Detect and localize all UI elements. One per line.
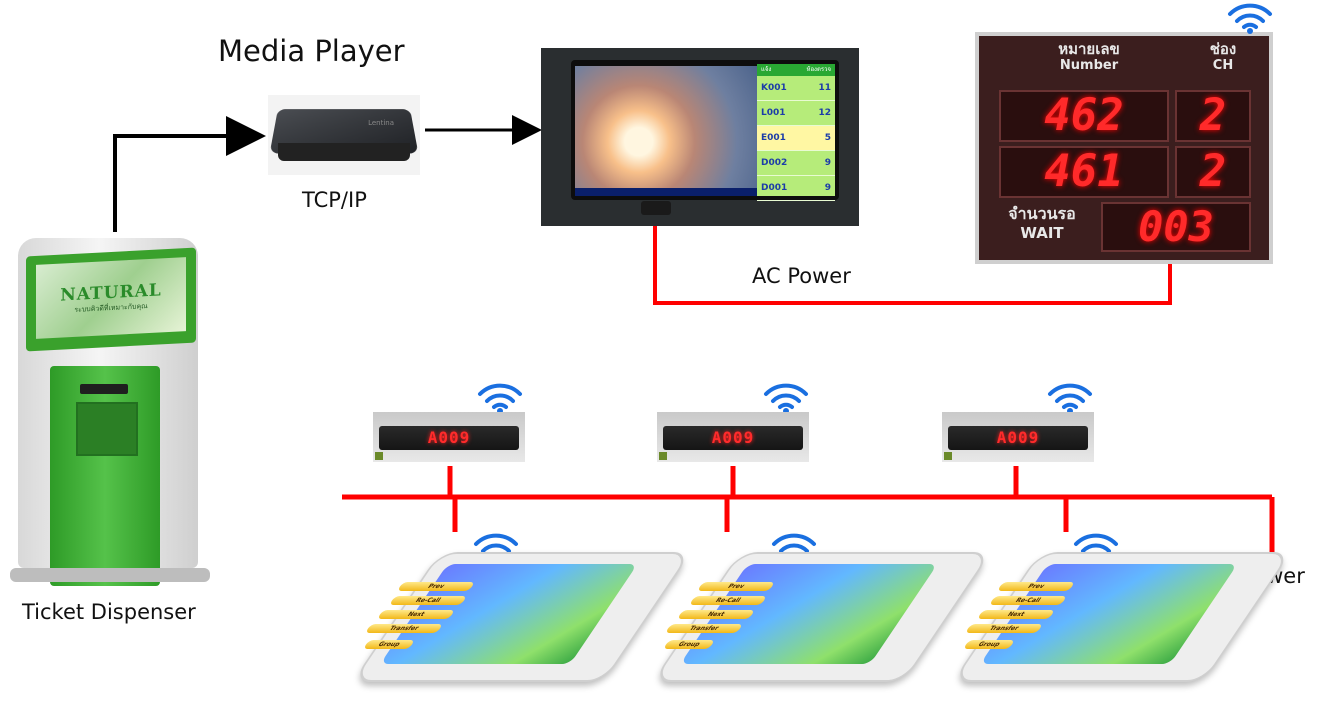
queue-header-left: แจ้ง — [761, 66, 772, 73]
group-button[interactable]: Group — [662, 640, 716, 649]
prev-button[interactable]: Prev — [696, 582, 776, 591]
handheld-caller-2: Natural Prev Re-Call Next Transfer Group — [652, 552, 992, 692]
tcp-ip-label: TCP/IP — [302, 188, 367, 212]
recall-button[interactable]: Re-Call — [688, 596, 768, 605]
board-ch-2: 2 — [1175, 146, 1251, 198]
queue-header-right: ห้องตรวจ — [806, 66, 832, 73]
transfer-button[interactable]: Transfer — [964, 624, 1044, 633]
queue-ticket: K001 — [761, 83, 787, 93]
queue-row-highlighted: E001 5 — [757, 126, 835, 151]
counter-display-logo — [659, 452, 667, 460]
data-line-kiosk-to-player — [113, 116, 266, 232]
handheld-app-name: Natural — [685, 566, 709, 572]
queue-panel-header: แจ้ง ห้องตรวจ — [757, 64, 835, 76]
counter-display-logo — [375, 452, 383, 460]
recall-button[interactable]: Re-Call — [388, 596, 468, 605]
queue-ticket: L001 — [761, 108, 786, 118]
handheld-caller-1: Natural Prev Re-Call Next Transfer Group — [352, 552, 692, 692]
next-button[interactable]: Next — [676, 610, 756, 619]
transfer-button[interactable]: Transfer — [664, 624, 744, 633]
next-button[interactable]: Next — [376, 610, 456, 619]
queue-ticket: D002 — [761, 158, 788, 168]
media-player-front — [278, 143, 410, 161]
board-header-ch-th: ช่อง — [1209, 40, 1237, 58]
kiosk-green-panel — [50, 366, 160, 586]
transfer-button[interactable]: Transfer — [364, 624, 444, 633]
queue-ticket: E001 — [761, 133, 786, 143]
prev-button[interactable]: Prev — [996, 582, 1076, 591]
board-number-1: 462 — [999, 90, 1169, 142]
board-wait-th: จำนวนรอ — [1008, 204, 1076, 223]
media-player-brand: Lentina — [368, 119, 394, 127]
queue-counter: 5 — [824, 133, 831, 143]
board-ch-1: 2 — [1175, 90, 1251, 142]
kiosk-screen: NATURAL ระบบคิวดีที่เหมาะกับคุณ — [36, 257, 186, 339]
monitor-video — [575, 66, 757, 188]
next-button[interactable]: Next — [976, 610, 1056, 619]
board-wait-en: WAIT — [1020, 224, 1064, 242]
board-header-number-th: หมายเลข — [1058, 40, 1120, 58]
ac-power-label-top: AC Power — [752, 264, 851, 288]
counter-display-face: A009 — [379, 426, 519, 450]
kiosk-base — [10, 568, 210, 582]
counter-display-text: A009 — [996, 428, 1040, 447]
queue-row: D002 9 — [757, 151, 835, 176]
counter-display-2: A009 — [657, 412, 809, 462]
queue-row: L001 12 — [757, 101, 835, 126]
counter-display-text: A009 — [427, 428, 471, 447]
prev-button[interactable]: Prev — [396, 582, 476, 591]
ticket-slot — [80, 384, 128, 394]
kiosk-logo-subtitle: ระบบคิวดีที่เหมาะกับคุณ — [74, 301, 148, 314]
wifi-icon — [1048, 383, 1092, 414]
media-player-label: Media Player — [218, 34, 405, 68]
board-header-number-en: Number — [1059, 58, 1119, 73]
queue-counter: 11 — [818, 83, 831, 93]
queue-row: D001 9 — [757, 176, 835, 201]
counter-display-text: A009 — [711, 428, 755, 447]
monitor-ticker — [575, 188, 757, 196]
counter-display-3: A009 — [942, 412, 1094, 462]
board-header-ch-en: CH — [1212, 58, 1234, 73]
queue-row: K001 11 — [757, 76, 835, 101]
power-line-top — [653, 226, 1172, 305]
queue-ticket: D001 — [761, 183, 788, 193]
queue-counter: 9 — [824, 158, 831, 168]
counter-display-face: A009 — [948, 426, 1088, 450]
handheld-app-name: Natural — [385, 566, 409, 572]
recall-button[interactable]: Re-Call — [988, 596, 1068, 605]
handheld-caller-3: Natural Prev Re-Call Next Transfer Group — [952, 552, 1292, 692]
ticket-dispenser-label: Ticket Dispenser — [22, 600, 196, 624]
board-wait-value: 003 — [1101, 202, 1251, 252]
kiosk-screen-frame: NATURAL ระบบคิวดีที่เหมาะกับคุณ — [26, 247, 196, 352]
monitor-stand — [641, 201, 671, 215]
group-button[interactable]: Group — [962, 640, 1016, 649]
queue-counter: 12 — [818, 108, 831, 118]
counter-display-logo — [944, 452, 952, 460]
wifi-icon — [478, 383, 522, 414]
media-player-box: Lentina — [268, 95, 420, 175]
counter-display-1: A009 — [373, 412, 525, 462]
led-queue-board: หมายเลข Number ช่อง CH 462 2 461 2 จำนวน… — [975, 32, 1273, 264]
counter-display-face: A009 — [663, 426, 803, 450]
queue-counter: 9 — [824, 183, 831, 193]
handheld-app-name: Natural — [985, 566, 1009, 572]
wifi-icon — [764, 383, 808, 414]
group-button[interactable]: Group — [362, 640, 416, 649]
ticket-dispenser-kiosk: NATURAL ระบบคิวดีที่เหมาะกับคุณ — [10, 238, 215, 586]
wifi-icon — [1228, 3, 1272, 34]
printer-door — [76, 402, 138, 456]
board-number-2: 461 — [999, 146, 1169, 198]
